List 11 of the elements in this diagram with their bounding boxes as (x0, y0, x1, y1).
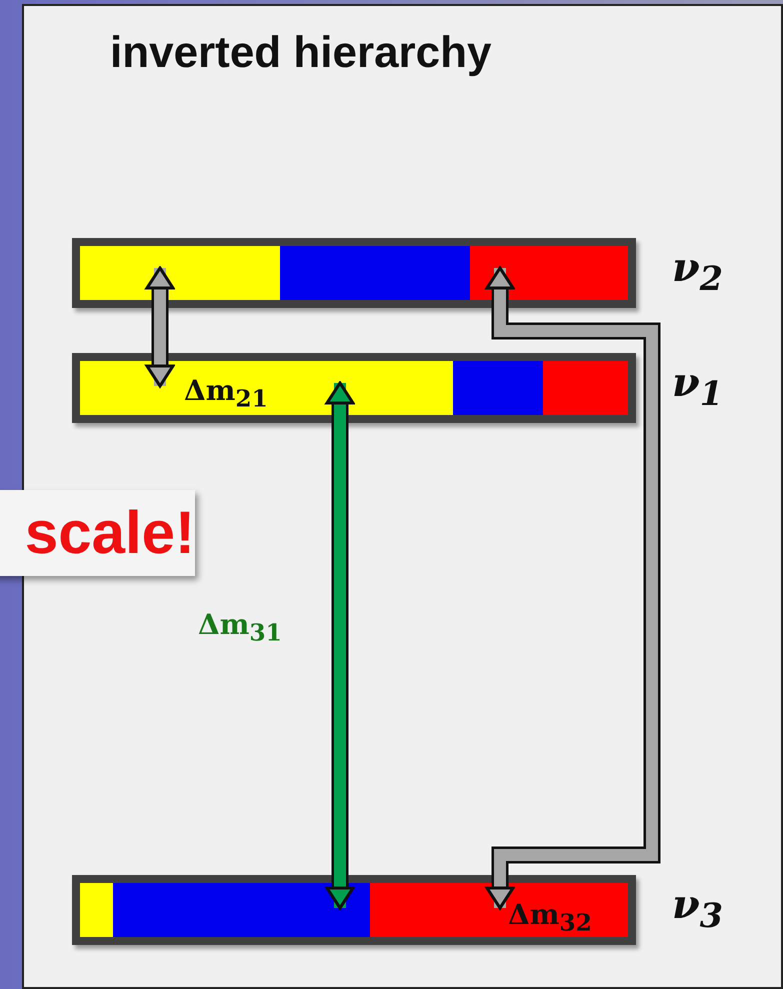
partial-note: scale! (0, 490, 195, 576)
edge-label: Δm$_{31}$ (198, 608, 282, 647)
edge-label: Δm$_{21}$ (184, 374, 268, 413)
energy-level-bar (72, 353, 636, 423)
energy-level-bar (72, 875, 636, 945)
edge-label: Δm$_{32}$ (508, 898, 592, 937)
level-label: ν$_{2}$ (672, 244, 723, 298)
level-label: ν$_{3}$ (672, 881, 723, 935)
level-label: ν$_{1}$ (672, 359, 723, 413)
energy-level-bar (72, 238, 636, 308)
diagram-title: inverted hierarchy (110, 28, 492, 78)
